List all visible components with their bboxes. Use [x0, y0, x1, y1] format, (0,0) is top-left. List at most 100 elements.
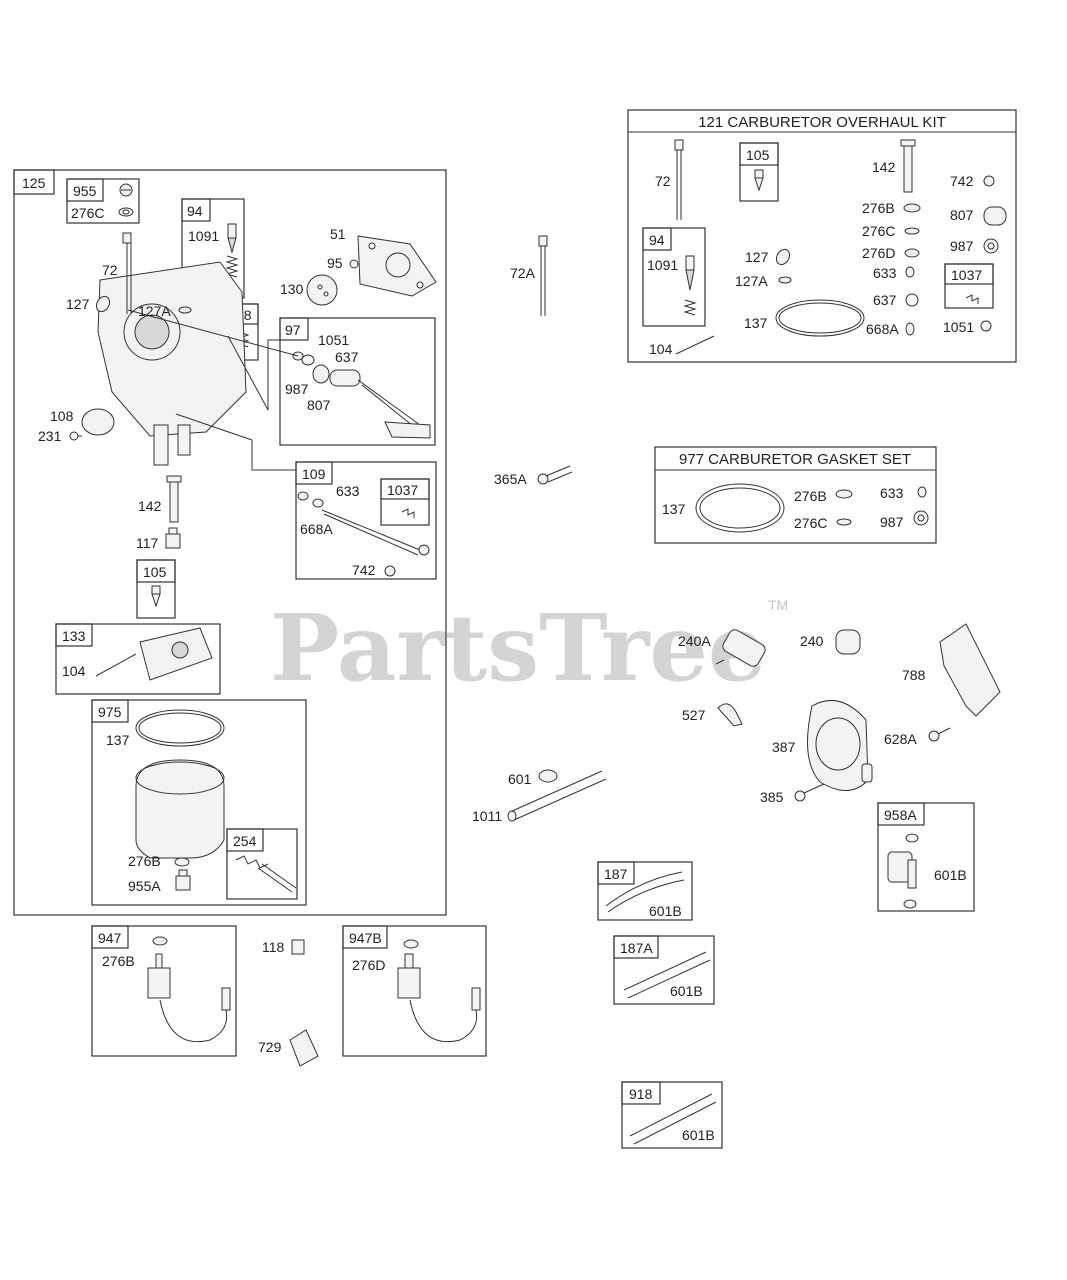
screw-231-icon — [69, 431, 82, 441]
box-947: 947 276B — [91, 925, 237, 1057]
assembly-125: 125 — [13, 169, 447, 916]
kit-box-label-1037: 1037 — [951, 267, 982, 283]
box-label-109: 109 — [302, 466, 326, 482]
bowl-nut-955A-icon — [175, 869, 191, 891]
kit-seal-668A-icon — [905, 322, 915, 336]
idle-screw-72-icon — [122, 232, 132, 314]
part-label-240: 240 — [800, 633, 824, 649]
fuel-line-1011-icon — [507, 770, 607, 822]
part-label-807: 807 — [307, 397, 331, 413]
kit-washer-276D-icon — [904, 248, 920, 258]
kit-o-ring-127-icon — [775, 248, 791, 266]
part-label-633: 633 — [336, 483, 360, 499]
part-label-637: 637 — [335, 349, 359, 365]
fuel-solenoid-947-icon — [147, 936, 231, 1043]
kit-part-label-742: 742 — [950, 173, 974, 189]
kit-washer-276C-icon — [904, 227, 920, 235]
washer-127A-icon — [178, 306, 192, 314]
fuel-pump-387-icon — [807, 699, 873, 791]
gasket-o-ring-633-icon — [917, 486, 927, 498]
part-label-127: 127 — [66, 296, 90, 312]
box-label-947: 947 — [98, 930, 122, 946]
kit-part-label-142: 142 — [872, 159, 896, 175]
box-label-133: 133 — [62, 628, 86, 644]
box-955: 955 276C — [66, 178, 140, 224]
kit-part-label-276B: 276B — [862, 200, 895, 216]
part-label-668A: 668A — [300, 521, 333, 537]
part-label-601: 601 — [508, 771, 532, 787]
part-label-1051: 1051 — [318, 332, 349, 348]
fuel-filter-240-icon — [835, 629, 861, 655]
kit-part-label-104: 104 — [649, 341, 673, 357]
kit-part-label-987: 987 — [950, 238, 974, 254]
part-label-276C: 276C — [71, 205, 104, 221]
gasket-part-label-276B: 276B — [794, 488, 827, 504]
float-needle-icon — [225, 223, 239, 278]
jet-105-icon — [151, 585, 161, 608]
gasket-washer-276C-icon — [836, 518, 852, 526]
box-label-947B: 947B — [349, 930, 382, 946]
part-label-947B-276D: 276D — [352, 957, 385, 973]
kit-spring-1037-icon — [965, 294, 979, 304]
bolt-385-icon — [794, 783, 825, 802]
part-label-240A: 240A — [678, 633, 711, 649]
kit-seal-637-icon — [905, 293, 919, 307]
trademark-mark: TM — [768, 597, 788, 613]
part-label-788: 788 — [902, 667, 926, 683]
fuel-filter-240A-icon — [715, 629, 766, 667]
box-label-958A: 958A — [884, 807, 917, 823]
part-label-72: 72 — [102, 262, 118, 278]
kit-part-label-127A: 127A — [735, 273, 768, 289]
box-label-1037: 1037 — [387, 482, 418, 498]
box-109: 109 633 668A 742 1037 — [295, 461, 437, 580]
kit-part-label-633: 633 — [873, 265, 897, 281]
bolt-365A-icon — [537, 465, 573, 485]
box-label-105: 105 — [143, 564, 167, 580]
kit-part-label-1051: 1051 — [943, 319, 974, 335]
choke-plate-108-icon — [81, 408, 115, 436]
box-975: 975 137 276B 955A 254 — [91, 699, 307, 906]
kit-idle-screw-72-icon — [674, 139, 684, 220]
box-label-254: 254 — [233, 833, 257, 849]
kit-box-label-105: 105 — [746, 147, 770, 163]
kit-o-ring-633-icon — [905, 266, 915, 278]
part-label-231: 231 — [38, 428, 62, 444]
kit-part-label-72: 72 — [655, 173, 671, 189]
part-label-142: 142 — [138, 498, 162, 514]
part-label-108: 108 — [50, 408, 74, 424]
part-label-742: 742 — [352, 562, 376, 578]
part-label-187A-601B: 601B — [670, 983, 703, 999]
box-958A: 958A 601B — [877, 802, 975, 912]
gasket-51-icon — [357, 235, 437, 297]
shutoff-valve-958A-icon — [887, 833, 919, 909]
box-918: 918 601B — [621, 1081, 723, 1149]
kit-washer-276B-icon — [903, 203, 921, 213]
kit-bowl-gasket-137-icon — [775, 299, 865, 337]
kit-emulsion-tube-142-icon — [900, 139, 916, 193]
kit-float-pin-icon — [675, 335, 715, 355]
part-label-958A-601B: 601B — [934, 867, 967, 883]
part-label-187-601B: 601B — [649, 903, 682, 919]
gasket-part-label-987: 987 — [880, 514, 904, 530]
gasket-ring-137-icon — [695, 483, 785, 533]
box-label-187A: 187A — [620, 940, 653, 956]
gasket-part-label-137: 137 — [662, 501, 686, 517]
carburetor-body-icon — [97, 261, 299, 471]
gasket-washer-276B-icon — [835, 489, 853, 499]
part-label-987: 987 — [285, 381, 309, 397]
kit-bushing-807-icon — [983, 206, 1007, 226]
kit-clip-742-icon — [983, 175, 995, 187]
kit-part-label-668A: 668A — [866, 321, 899, 337]
part-label-527: 527 — [682, 707, 706, 723]
box-187: 187 601B — [597, 861, 693, 921]
kit-part-label-1091: 1091 — [647, 257, 678, 273]
part-label-729: 729 — [258, 1039, 282, 1055]
part-label-365A: 365A — [494, 471, 527, 487]
part-label-385: 385 — [760, 789, 784, 805]
hose-187A-icon — [623, 951, 711, 999]
part-label-955A: 955A — [128, 878, 161, 894]
part-label-947-276B: 276B — [102, 953, 135, 969]
o-ring-127-icon — [95, 295, 111, 313]
box-label-955: 955 — [73, 183, 97, 199]
gasket-set-title: 977 CARBURETOR GASKET SET — [679, 451, 911, 468]
